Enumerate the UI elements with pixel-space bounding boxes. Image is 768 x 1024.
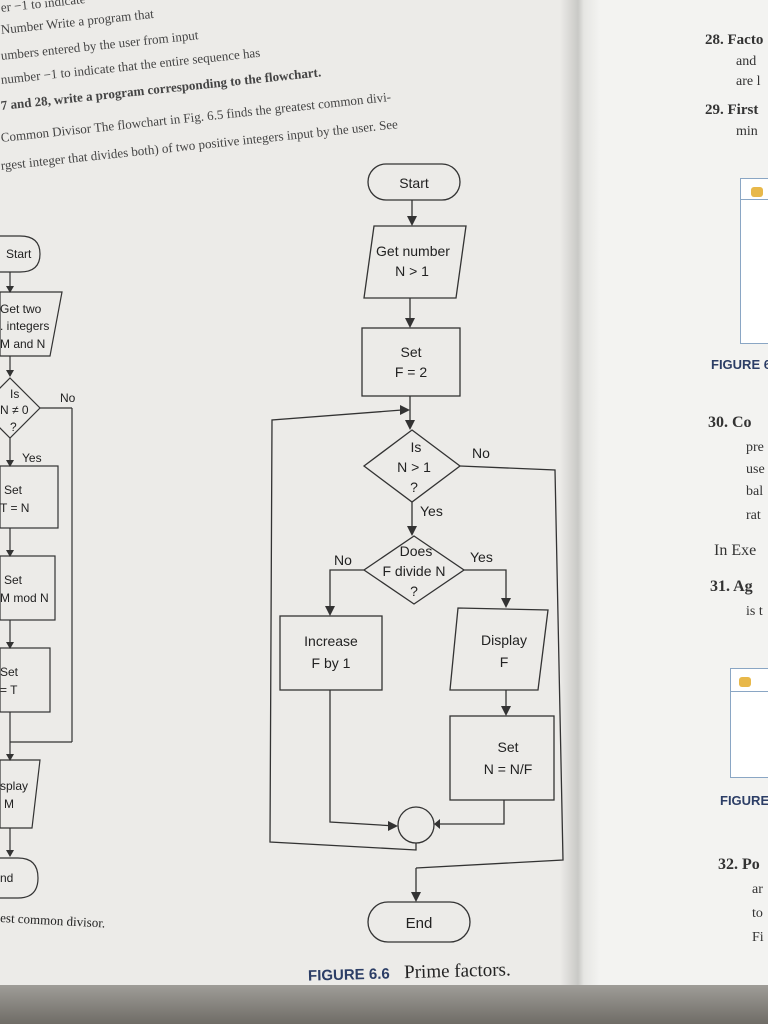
- left-decision-line: ?: [10, 420, 17, 434]
- item-28-line: and: [736, 54, 757, 69]
- decision2-no-label: No: [334, 552, 352, 568]
- set-n-line: Set: [497, 739, 518, 755]
- desk-surface: [0, 985, 768, 1024]
- prime-factors-flowchart: Start Get number N > 1 Set F = 2 Is N > …: [269, 163, 564, 943]
- left-get-line: M and N: [0, 337, 45, 351]
- decision1-line: N > 1: [397, 459, 431, 475]
- decision-f-divides-n: [362, 535, 466, 605]
- item-29-line: min: [736, 124, 758, 139]
- set-f-line: Set: [400, 344, 421, 360]
- get-number-line: N > 1: [395, 263, 429, 279]
- left-end-terminal: [0, 857, 39, 899]
- increase-f-process: [279, 615, 383, 691]
- item-30-line: use: [746, 462, 765, 477]
- right-page: [578, 0, 768, 1024]
- left-set-1: [0, 465, 59, 529]
- item-30-line: rat: [746, 508, 761, 523]
- end-label: End: [406, 915, 433, 932]
- left-set2-line: Set: [4, 573, 23, 587]
- left-start-label: Start: [6, 247, 32, 261]
- left-get-line: Get two: [0, 302, 42, 316]
- item-31: 31. Ag: [710, 578, 753, 595]
- left-end-label: nd: [0, 871, 13, 885]
- item-31-line: is t: [746, 604, 763, 619]
- decision2-line: F divide N: [382, 563, 445, 579]
- end-terminal: [367, 901, 471, 943]
- decision1-line: Is: [411, 439, 422, 455]
- set-f-process: [361, 327, 461, 397]
- left-page: [0, 0, 580, 1024]
- app-icon: [739, 677, 751, 687]
- display-line: Display: [481, 632, 527, 648]
- item-30-line: pre: [746, 440, 764, 455]
- screenshot-window-b: [730, 668, 768, 778]
- figure-b-label: FIGURE: [720, 793, 768, 808]
- left-flowchart: Start Get two . integers M and N Is N ≠ …: [0, 235, 106, 930]
- left-decision-line: Is: [10, 387, 19, 401]
- item-28-line: are l: [736, 74, 761, 89]
- display-f-output: [449, 607, 549, 691]
- in-exercises-text: In Exe: [714, 542, 757, 559]
- figure-title: Prime factors.: [403, 959, 511, 984]
- left-set3-line: Set: [0, 665, 19, 679]
- screenshot-window-a: [740, 178, 768, 344]
- figure-a-label: FIGURE 6: [711, 357, 768, 372]
- increase-line: F by 1: [312, 655, 351, 671]
- set-f-line: F = 2: [395, 364, 428, 380]
- decision1-no-label: No: [472, 445, 490, 461]
- item-32: 32. Po: [718, 856, 760, 873]
- decision2-line: ?: [410, 583, 418, 599]
- figure-label: FIGURE 6.6: [307, 965, 390, 985]
- decision1-line: ?: [410, 479, 418, 495]
- left-start-terminal: [0, 235, 41, 273]
- left-set1-line: T = N: [0, 501, 29, 515]
- get-number-input: [363, 225, 467, 299]
- increase-line: Increase: [304, 633, 358, 649]
- left-display: [0, 759, 41, 829]
- left-set1-line: Set: [4, 483, 23, 497]
- set-n-process: [449, 715, 555, 801]
- item-30: 30. Co: [708, 414, 752, 431]
- start-terminal: [367, 163, 461, 201]
- left-get-input: [0, 291, 63, 357]
- left-display-line: splay: [0, 779, 28, 793]
- decision2-line: Does: [400, 543, 433, 559]
- left-set-3: [0, 647, 51, 713]
- item-32-line: ar: [752, 882, 763, 897]
- set-n-line: N = N/F: [484, 761, 533, 777]
- left-decision-line: N ≠ 0: [0, 403, 29, 417]
- item-32-line: Fi: [752, 930, 764, 945]
- item-28: 28. Facto: [705, 32, 764, 48]
- start-label: Start: [399, 175, 429, 191]
- left-no-label: No: [60, 391, 76, 405]
- left-set3-line: = T: [0, 683, 18, 697]
- item-30-line: bal: [746, 484, 764, 499]
- left-set2-line: M mod N: [0, 591, 49, 605]
- left-set-2: [0, 555, 56, 621]
- app-icon: [751, 187, 763, 197]
- left-caption: est common divisor.: [0, 910, 106, 930]
- display-line: F: [500, 654, 509, 670]
- left-get-line: . integers: [0, 319, 49, 333]
- item-32-line: to: [752, 906, 763, 921]
- book-gutter: [560, 0, 600, 1024]
- decision2-yes-label: Yes: [470, 549, 493, 565]
- item-29: 29. First: [705, 102, 759, 118]
- get-number-line: Get number: [376, 243, 450, 259]
- junction-connector: [397, 806, 435, 844]
- decision1-yes-label: Yes: [420, 503, 443, 519]
- left-display-line: M: [4, 797, 14, 811]
- left-yes-label: Yes: [22, 451, 42, 465]
